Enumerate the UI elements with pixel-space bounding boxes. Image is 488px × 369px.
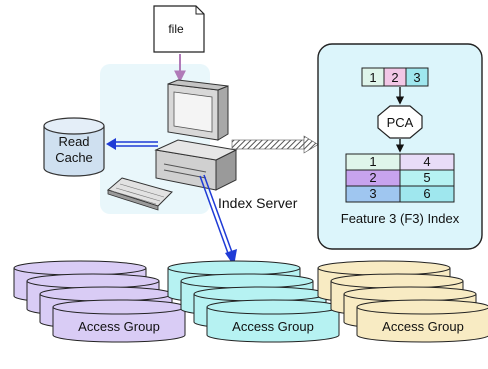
feature-index-panel: 1 2 3 PCA 1 4 2 5 3 6 Feature 3 (F3) Ind… [317,43,483,250]
access-group-stack: Access Group [167,260,340,343]
file-label: file [168,22,184,36]
vector-cell-2: 2 [391,70,398,85]
access-group-cylinder-body [206,307,340,343]
server-to-cache-arrow [106,138,158,150]
access-group-cylinder-top [206,299,340,315]
read-cache-label-line2: Cache [55,150,93,165]
access-group-cylinder-top [13,260,147,276]
read-cache-label-line1: Read [58,134,89,149]
access-group-cylinder-top [52,299,186,315]
index-server-label: Index Server [218,195,298,211]
access-group-cylinder-top [26,273,160,289]
vector-cell-1: 1 [369,70,376,85]
access-group-cylinder-body [52,307,186,343]
access-group-label: Access Group [78,319,160,334]
pca-label: PCA [387,115,414,130]
access-group-cylinder-body [356,307,488,343]
access-group-label: Access Group [382,319,464,334]
read-cache-cylinder: Read Cache [43,117,105,177]
access-group-cylinder-top [39,286,173,302]
access-group-stack: Access Group [13,260,186,343]
pca-node: PCA [377,105,423,139]
access-group-cylinder-top [317,260,451,276]
access-group-cylinder-top [193,286,327,302]
computer-icon [106,79,238,211]
index-panel-label: Feature 3 (F3) Index [341,211,460,226]
index-table: 1 4 2 5 3 6 [345,153,455,203]
table-cell: 6 [423,186,430,201]
access-group-cylinder-top [167,260,301,276]
access-group-cylinder-top [180,273,314,289]
access-group-label: Access Group [232,319,314,334]
server-to-index-arrow [231,135,319,154]
vector-cell-3: 3 [413,70,420,85]
table-cell: 1 [369,154,376,169]
table-cell: 4 [423,154,430,169]
table-cell: 5 [423,170,430,185]
input-vector: 1 2 3 [361,67,429,87]
table-cell: 3 [369,186,376,201]
file-document: file [153,5,205,53]
access-groups: Access Group Access Group Access Group [13,260,488,343]
access-group-cylinder-top [343,286,477,302]
table-cell: 2 [369,170,376,185]
access-group-cylinder-top [330,273,464,289]
access-group-stack: Access Group [317,260,488,343]
access-group-cylinder-top [356,299,488,315]
